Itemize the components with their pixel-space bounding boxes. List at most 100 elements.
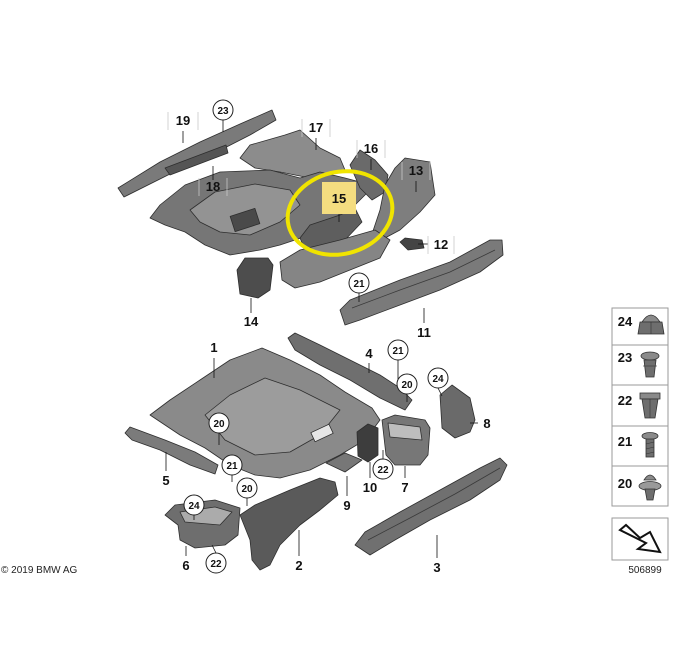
fastener-legend: 24 23 22 21: [611, 307, 669, 576]
legend-row-20[interactable]: 20: [618, 474, 662, 501]
legend-label: 24: [618, 314, 633, 329]
callout-label: 5: [162, 473, 169, 488]
legend-label: 23: [618, 350, 632, 365]
callout-label: 6: [182, 558, 189, 573]
arrow-box: [611, 517, 669, 561]
top-assembly: [117, 109, 504, 326]
callout-label: 1: [210, 340, 217, 355]
callout-label: 17: [309, 120, 323, 135]
callout-label: 10: [363, 480, 377, 495]
nut-icon: [637, 314, 665, 335]
circle-callout-label: 21: [353, 279, 365, 290]
legend-label: 22: [618, 393, 632, 408]
part-13-panel: [369, 157, 436, 241]
washer-clip-icon: [638, 474, 662, 501]
leader-lines: [165, 120, 478, 558]
part-4-strip: [287, 332, 413, 411]
highlight-15[interactable]: 15: [279, 160, 402, 265]
circle-callout-label: 21: [226, 461, 238, 472]
legend-row-21[interactable]: 21: [618, 432, 659, 458]
callout-label: 19: [176, 113, 190, 128]
legend-row-22[interactable]: 22: [618, 392, 661, 419]
callout-16[interactable]: 16: [356, 140, 386, 158]
circle-callout[interactable]: 24: [183, 494, 205, 516]
legend-label: 20: [618, 476, 632, 491]
callout-12[interactable]: 12: [427, 236, 455, 254]
part-1-floor-opening: [310, 423, 334, 443]
push-clip-icon: [640, 351, 660, 378]
part-11-ridge: [351, 249, 496, 309]
circle-callout[interactable]: 22: [205, 552, 227, 574]
callout-10[interactable]: 10: [363, 480, 377, 495]
arrow-box-icon: [618, 523, 662, 554]
circle-callout-label: 20: [401, 380, 413, 391]
highlight-ring: [285, 169, 395, 257]
circle-callout-label: 20: [241, 484, 253, 495]
copyright-notice: © 2019 BMW AG: [1, 565, 78, 576]
circle-callout-label: 24: [188, 501, 200, 512]
upper-trunk-tray-recess: [189, 183, 301, 236]
callout-13[interactable]: 13: [401, 162, 431, 180]
callout-19[interactable]: 19: [167, 112, 199, 130]
callout-11[interactable]: 11: [417, 325, 431, 340]
callout-4[interactable]: 4: [365, 346, 373, 361]
part-8-bracket: [439, 384, 476, 439]
callout-label: 2: [295, 558, 302, 573]
part-7-box-opening: [387, 422, 423, 441]
circle-callout-label: 21: [392, 346, 404, 357]
circle-callout[interactable]: 23: [212, 99, 234, 121]
part-3-ridge: [367, 467, 501, 541]
circle-callout[interactable]: 21: [348, 272, 370, 294]
callout-9[interactable]: 9: [343, 498, 350, 513]
circle-callout[interactable]: 20: [396, 373, 418, 395]
circle-callout-label: 22: [210, 559, 222, 570]
circle-callout[interactable]: 21: [221, 454, 243, 476]
circle-callout[interactable]: 24: [427, 367, 449, 389]
callout-label: 13: [409, 163, 423, 178]
part-2-cover: [239, 477, 339, 571]
circle-callout[interactable]: 22: [372, 458, 394, 480]
callout-label: 3: [433, 560, 440, 575]
diagram-number: 506899: [628, 565, 662, 576]
circle-callout[interactable]: 21: [387, 339, 409, 361]
callout-18[interactable]: 18: [198, 178, 228, 196]
circle-callouts: 23 21 21 20 24 20 21 22 20 24 22: [183, 99, 449, 574]
circle-callout[interactable]: 20: [236, 477, 258, 499]
upper-trunk-tray-pocket: [229, 207, 261, 233]
part-7-box: [381, 414, 431, 466]
callout-6[interactable]: 6: [182, 558, 189, 573]
callout-label: 14: [244, 314, 259, 329]
part-1-floor-recess: [204, 377, 341, 456]
callout-5[interactable]: 5: [162, 473, 169, 488]
callout-label: 11: [417, 325, 431, 340]
callout-label: 16: [364, 141, 378, 156]
front-load-panel: [279, 229, 391, 289]
callout-label: 7: [401, 480, 408, 495]
legend-label: 21: [618, 434, 632, 449]
part-10-block: [356, 423, 379, 463]
circle-callout-label: 20: [213, 419, 225, 430]
callout-1[interactable]: 1: [210, 340, 217, 355]
circle-callout-label: 24: [432, 374, 444, 385]
part-9-plate: [325, 452, 363, 473]
callout-2[interactable]: 2: [295, 558, 302, 573]
callout-3[interactable]: 3: [433, 560, 440, 575]
circle-callout[interactable]: 20: [208, 412, 230, 434]
part-14-box: [236, 257, 274, 299]
callout-8[interactable]: 8: [483, 416, 490, 431]
circle-callout-label: 23: [217, 106, 229, 117]
bottom-assembly: [124, 332, 508, 571]
highlight-15-label: 15: [332, 191, 346, 206]
callout-label: 9: [343, 498, 350, 513]
callout-14[interactable]: 14: [244, 314, 259, 329]
circle-callout-label: 22: [377, 465, 389, 476]
callout-7[interactable]: 7: [401, 480, 408, 495]
callout-label: 4: [365, 346, 373, 361]
legend-row-23[interactable]: 23: [618, 350, 660, 378]
part-5-strip: [124, 426, 219, 475]
legend-row-24[interactable]: 24: [618, 314, 665, 335]
part-19-strip: [117, 109, 277, 198]
callout-17[interactable]: 17: [301, 119, 331, 137]
callout-label: 18: [206, 179, 220, 194]
